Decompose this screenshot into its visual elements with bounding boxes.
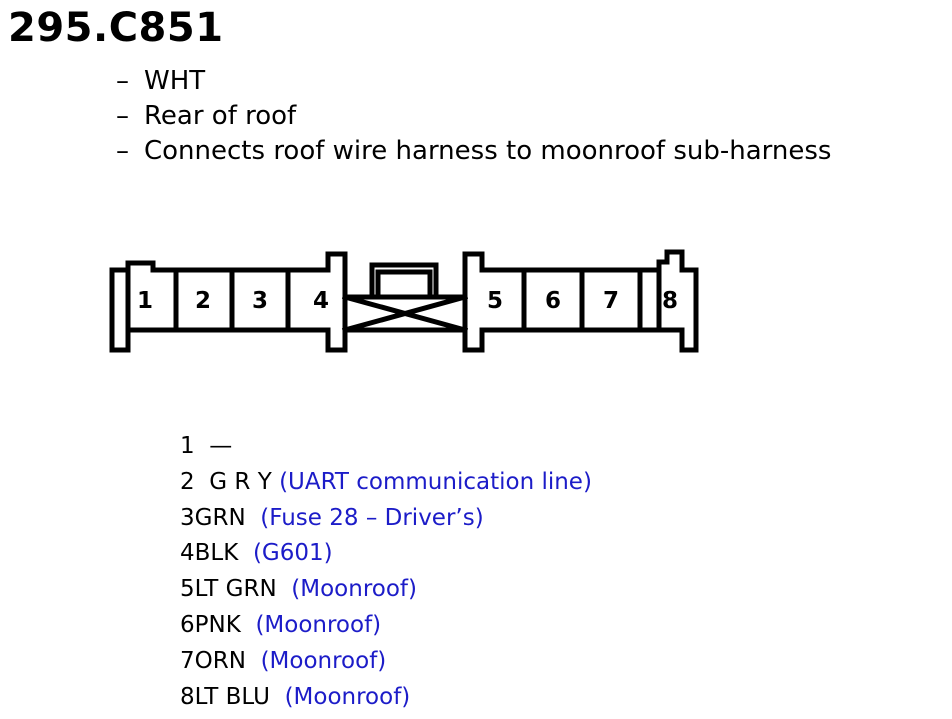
pin-circuit: (Moonroof) <box>284 683 411 710</box>
pin-label-1: 1 <box>137 288 153 314</box>
pin-circuit: (Moonroof) <box>255 611 382 638</box>
detail-color: –WHT <box>116 64 831 99</box>
pin-number: 2 <box>180 468 195 495</box>
connector-lock-tab-inner <box>375 269 433 299</box>
cavity-divider-left <box>125 267 291 333</box>
pin-circuit: (Moonroof) <box>260 647 387 674</box>
pin-label-3: 3 <box>252 288 268 314</box>
connector-housing-outline <box>109 249 699 353</box>
pin-row: 1 — <box>180 429 592 465</box>
pin-circuit: (UART communication line) <box>279 468 592 495</box>
pin-label-8: 8 <box>662 288 678 314</box>
pin-label-4: 4 <box>313 288 329 314</box>
pin-wire-color: LT BLU <box>194 683 270 710</box>
detail-dash: – <box>116 66 129 96</box>
pin-wire-color: LT GRN <box>194 576 277 603</box>
pin-wire-color: PNK <box>194 611 241 638</box>
pin-label-6: 6 <box>545 288 561 314</box>
detail-function: –Connects roof wire harness to moonroof … <box>116 134 831 169</box>
pin-number: 6 <box>180 611 195 638</box>
pin-wire-color: ORN <box>194 647 246 674</box>
pin-wire-color: BLK <box>194 540 239 567</box>
connector-details: –WHT –Rear of roof –Connects roof wire h… <box>116 64 831 169</box>
cavity-divider-right <box>479 267 662 333</box>
connector-title: 295.C851 <box>8 5 224 51</box>
pin-row: 2 G R Y (UART communication line) <box>180 465 592 501</box>
connector-center-key <box>341 293 469 334</box>
pin-circuit: (Fuse 28 – Driver’s) <box>260 504 484 531</box>
pin-number: 3 <box>180 504 195 531</box>
pin-row: 6PNK (Moonroof) <box>180 608 592 644</box>
pin-row: 8LT BLU (Moonroof) <box>180 680 592 716</box>
pin-number: 4 <box>180 540 195 567</box>
pin-label-5: 5 <box>487 288 503 314</box>
pin-circuit: (Moonroof) <box>291 576 417 603</box>
pin-wire-color: — <box>209 433 233 459</box>
pin-number: 7 <box>180 647 195 674</box>
pin-wire-color: GRN <box>194 504 246 531</box>
detail-text: WHT <box>144 66 206 96</box>
pin-table: 1 — 2 G R Y (UART communication line) 3G… <box>180 429 592 715</box>
pin-row: 4BLK (G601) <box>180 536 592 572</box>
pin-number: 5 <box>180 576 195 603</box>
connector-lock-tab <box>369 262 439 299</box>
pin-row: 7ORN (Moonroof) <box>180 644 592 680</box>
pin-number: 1 <box>180 433 195 459</box>
pin-number: 8 <box>180 683 195 710</box>
detail-text: Connects roof wire harness to moonroof s… <box>144 136 832 166</box>
detail-dash: – <box>116 136 129 166</box>
pin-row: 3GRN (Fuse 28 – Driver’s) <box>180 501 592 537</box>
pin-wire-color: G R Y <box>209 468 272 495</box>
detail-text: Rear of roof <box>144 101 297 131</box>
pin-circuit: (G601) <box>252 540 333 567</box>
pin-row: 5LT GRN (Moonroof) <box>180 572 592 608</box>
pin-label-7: 7 <box>603 288 619 314</box>
detail-dash: – <box>116 101 129 131</box>
pin-label-2: 2 <box>195 288 211 314</box>
detail-location: –Rear of roof <box>116 99 831 134</box>
